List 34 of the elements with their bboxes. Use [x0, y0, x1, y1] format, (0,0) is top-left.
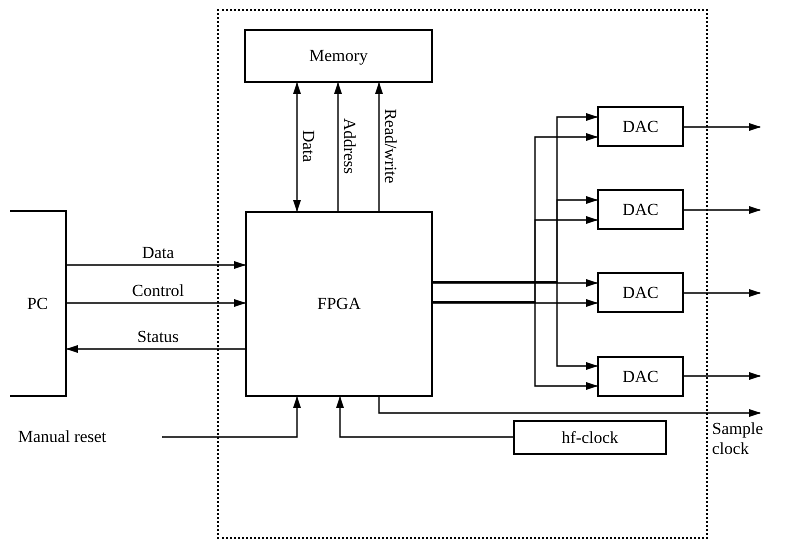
block-box: DAC: [597, 189, 684, 230]
arrow: [433, 301, 598, 390]
arrow: [684, 206, 761, 214]
edge-label: Address: [339, 118, 359, 174]
arrow: [433, 281, 598, 370]
edge-label: Read/write: [380, 108, 400, 184]
pc-block: PC: [10, 210, 67, 397]
arrow: [67, 261, 246, 269]
block-box: FPGA: [245, 211, 433, 397]
signal-label: Sample clock: [712, 418, 768, 460]
arrow: [684, 289, 761, 297]
edge-label: Data: [298, 130, 318, 162]
block-box: hf-clock: [513, 420, 667, 455]
arrow: [334, 82, 342, 211]
arrow: [433, 299, 598, 307]
edge-label: Data: [142, 243, 174, 263]
arrow: [378, 397, 761, 417]
arrow: [684, 123, 761, 131]
signal-label: Manual reset: [18, 426, 162, 448]
edge-label: Control: [132, 281, 184, 301]
block-box: Memory: [244, 29, 433, 83]
block-box: DAC: [597, 356, 684, 397]
arrow: [433, 279, 598, 287]
block-box: DAC: [597, 272, 684, 313]
arrow: [684, 372, 761, 380]
arrow: [375, 82, 383, 211]
arrow: [162, 396, 301, 438]
block-box: DAC: [597, 106, 684, 147]
arrow: [66, 345, 245, 353]
edge-label: Status: [137, 327, 179, 347]
arrow: [67, 299, 246, 307]
dotted-boundary: [217, 9, 708, 539]
arrow: [293, 82, 301, 212]
arrow: [336, 396, 513, 438]
